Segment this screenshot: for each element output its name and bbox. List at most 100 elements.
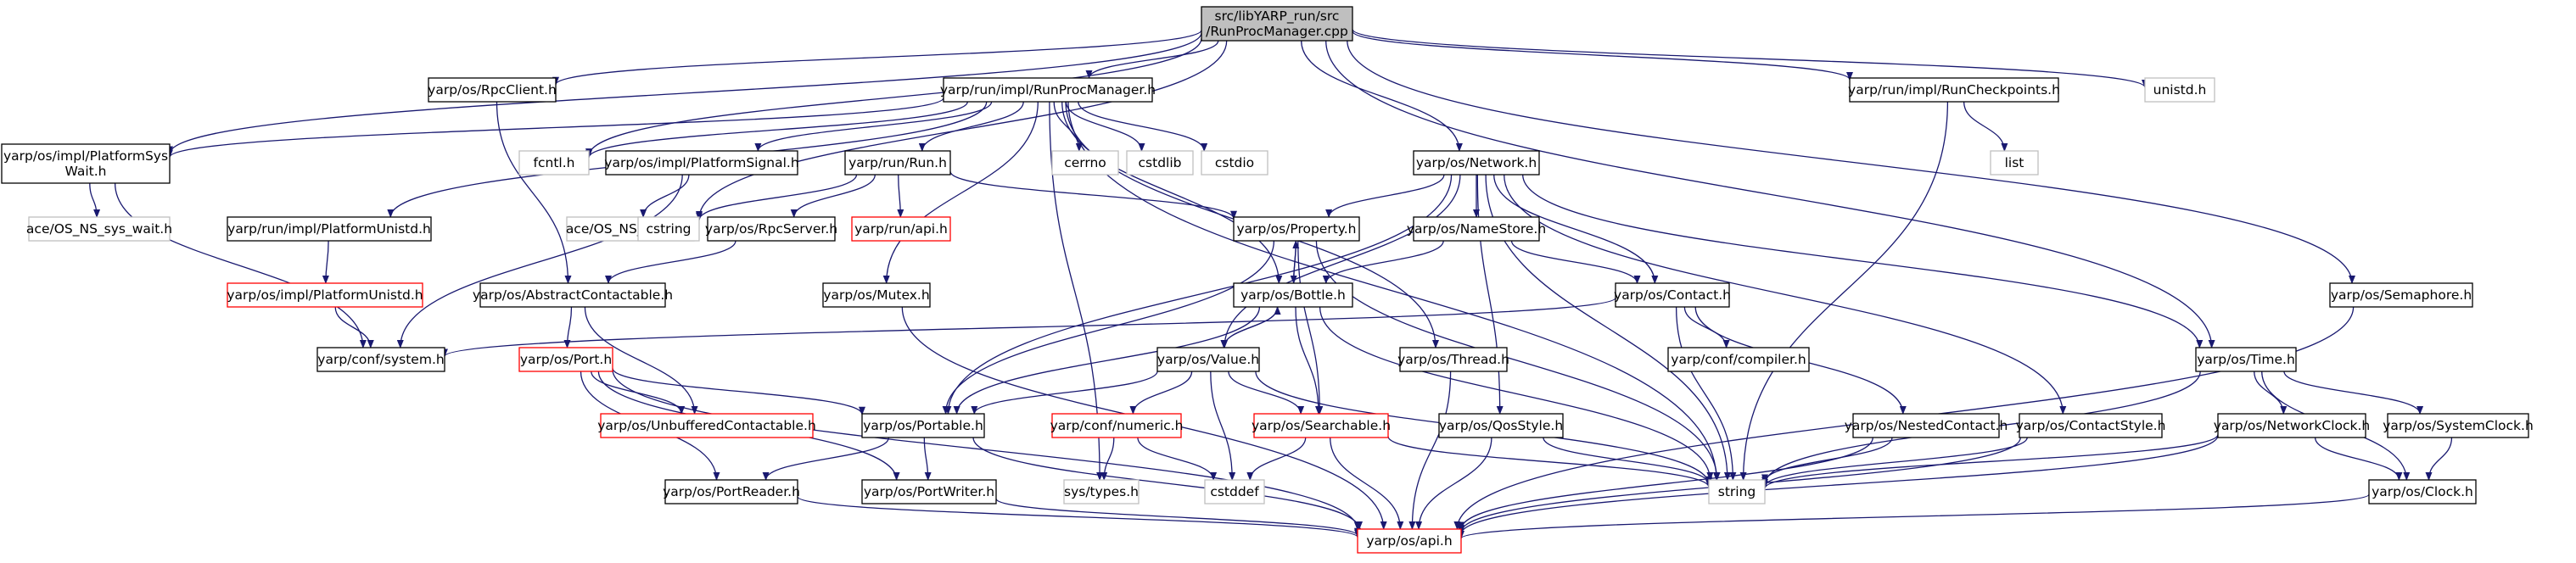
node-label: yarp/os/QosStyle.h bbox=[1439, 418, 1563, 433]
node-portwriter[interactable]: yarp/os/PortWriter.h bbox=[861, 479, 997, 504]
node-box bbox=[1253, 413, 1389, 438]
node-port[interactable]: yarp/os/Port.h bbox=[518, 347, 613, 372]
node-label: yarp/os/NameStore.h bbox=[1407, 221, 1546, 237]
node-box bbox=[1849, 77, 2059, 103]
edge-runcheckpoints-to-string bbox=[1739, 101, 1949, 481]
node-mutex[interactable]: yarp/os/Mutex.h bbox=[822, 282, 931, 308]
node-runprocmgr[interactable]: yarp/run/impl/RunProcManager.h bbox=[940, 77, 1156, 103]
edge-network-to-contact bbox=[1493, 174, 1659, 284]
node-systemclock[interactable]: yarp/os/SystemClock.h bbox=[2383, 413, 2534, 438]
node-box bbox=[1413, 150, 1540, 176]
node-label: yarp/os/impl/PlatformSignal.h bbox=[604, 155, 798, 170]
node-label: yarp/os/NetworkClock.h bbox=[2214, 418, 2370, 433]
node-list: list bbox=[1990, 150, 2039, 176]
edge-platformunistd_run-to-platformunistd_os bbox=[322, 240, 329, 284]
node-nestedcontact[interactable]: yarp/os/NestedContact.h bbox=[1845, 413, 2008, 438]
node-label: sys/types.h bbox=[1064, 484, 1139, 499]
node-label: yarp/os/RpcClient.h bbox=[428, 82, 557, 98]
node-label: yarp/run/Run.h bbox=[848, 155, 947, 170]
node-label: yarp/os/AbstractContactable.h bbox=[473, 287, 673, 303]
node-abstractcontactable[interactable]: yarp/os/AbstractContactable.h bbox=[473, 282, 673, 308]
node-box bbox=[1126, 150, 1194, 176]
node-label: yarp/os/Value.h bbox=[1157, 352, 1259, 367]
node-runapi[interactable]: yarp/run/api.h bbox=[851, 216, 951, 242]
edge-root-to-runcheckpoints bbox=[1352, 31, 1853, 81]
node-rpcclient[interactable]: yarp/os/RpcClient.h bbox=[428, 77, 557, 103]
node-contactstyle[interactable]: yarp/os/ContactStyle.h bbox=[2016, 413, 2166, 438]
node-label: yarp/os/UnbufferedContactable.h bbox=[597, 418, 816, 433]
node-osapi[interactable]: yarp/os/api.h bbox=[1357, 528, 1462, 554]
edge-runcheckpoints-to-list bbox=[1963, 101, 2008, 152]
node-searchable[interactable]: yarp/os/Searchable.h bbox=[1252, 413, 1391, 438]
node-box bbox=[1156, 347, 1260, 372]
edge-runprocmgr-to-platformsignal bbox=[754, 101, 993, 152]
node-label: yarp/os/Contact.h bbox=[1614, 287, 1731, 303]
edge-runprocmgr-to-bottle bbox=[1061, 101, 1283, 284]
edge-network-to-qosstyle bbox=[1476, 174, 1504, 415]
edge-root-to-fcntl bbox=[585, 38, 1202, 158]
node-box bbox=[1204, 479, 1265, 504]
node-networkclock[interactable]: yarp/os/NetworkClock.h bbox=[2214, 413, 2370, 438]
node-label: yarp/os/api.h bbox=[1366, 533, 1452, 549]
node-bottle[interactable]: yarp/os/Bottle.h bbox=[1233, 282, 1353, 308]
node-label: yarp/os/impl/PlatformUnistd.h bbox=[227, 287, 423, 303]
edge-abstractcontactable-to-port bbox=[563, 306, 573, 348]
node-box bbox=[822, 282, 931, 308]
node-portable[interactable]: yarp/os/Portable.h bbox=[861, 413, 985, 438]
node-network[interactable]: yarp/os/Network.h bbox=[1413, 150, 1540, 176]
node-label: yarp/run/impl/RunProcManager.h bbox=[940, 82, 1156, 98]
edge-network-to-portable bbox=[944, 174, 1453, 415]
node-unbuffered[interactable]: yarp/os/UnbufferedContactable.h bbox=[597, 413, 816, 438]
edge-runh-to-cstring bbox=[696, 174, 858, 221]
edges-layer bbox=[89, 28, 2453, 539]
node-compiler[interactable]: yarp/conf/compiler.h bbox=[1667, 347, 1810, 372]
node-portreader[interactable]: yarp/os/PortReader.h bbox=[663, 479, 800, 504]
node-runcheckpoints[interactable]: yarp/run/impl/RunCheckpoints.h bbox=[1848, 77, 2060, 103]
edge-platformsignal-to-system bbox=[396, 174, 683, 348]
node-label: yarp/os/Bottle.h bbox=[1240, 287, 1346, 303]
node-label: yarp/os/PortReader.h bbox=[663, 484, 800, 499]
node-contact[interactable]: yarp/os/Contact.h bbox=[1614, 282, 1731, 308]
edge-time-to-systemclock bbox=[2283, 371, 2424, 415]
edge-root-to-time bbox=[1325, 40, 2215, 348]
node-runh[interactable]: yarp/run/Run.h bbox=[844, 150, 951, 176]
node-box bbox=[227, 216, 432, 242]
node-fcntl: fcntl.h bbox=[518, 150, 590, 176]
node-value[interactable]: yarp/os/Value.h bbox=[1156, 347, 1260, 372]
node-thread[interactable]: yarp/os/Thread.h bbox=[1397, 347, 1509, 372]
node-numeric[interactable]: yarp/conf/numeric.h bbox=[1050, 413, 1184, 438]
node-cerrno: cerrno bbox=[1051, 150, 1119, 176]
node-rpcserver[interactable]: yarp/os/RpcServer.h bbox=[705, 216, 837, 242]
edge-network-to-contactstyle bbox=[1504, 174, 2067, 415]
node-label: /RunProcManager.cpp bbox=[1206, 24, 1348, 39]
edge-portable-to-portwriter bbox=[923, 437, 932, 481]
node-label: yarp/conf/system.h bbox=[317, 352, 444, 367]
node-qosstyle[interactable]: yarp/os/QosStyle.h bbox=[1438, 413, 1564, 438]
node-platformunistd_os[interactable]: yarp/os/impl/PlatformUnistd.h bbox=[227, 282, 423, 308]
node-root[interactable]: src/libYARP_run/src/RunProcManager.cpp bbox=[1201, 6, 1353, 42]
edge-port-to-portable bbox=[612, 367, 865, 415]
edge-runprocmgr-to-platformsyswait bbox=[166, 97, 944, 159]
node-semaphore[interactable]: yarp/os/Semaphore.h bbox=[2329, 282, 2473, 308]
node-label: yarp/conf/compiler.h bbox=[1671, 352, 1806, 367]
node-box bbox=[600, 413, 814, 438]
node-system[interactable]: yarp/conf/system.h bbox=[316, 347, 445, 372]
node-box bbox=[2387, 413, 2529, 438]
node-box bbox=[844, 150, 951, 176]
edge-nestedcontact-to-osapi bbox=[1458, 437, 1873, 531]
node-time[interactable]: yarp/os/Time.h bbox=[2195, 347, 2297, 372]
node-namestore[interactable]: yarp/os/NameStore.h bbox=[1407, 216, 1546, 242]
node-label: yarp/os/NestedContact.h bbox=[1845, 418, 2008, 433]
node-box bbox=[2019, 413, 2163, 438]
edge-property-to-portable bbox=[942, 240, 1275, 415]
node-platformsignal[interactable]: yarp/os/impl/PlatformSignal.h bbox=[604, 150, 799, 176]
edge-value-to-bottle bbox=[1223, 306, 1281, 348]
node-clock[interactable]: yarp/os/Clock.h bbox=[2368, 479, 2477, 504]
node-platformunistd_run[interactable]: yarp/run/impl/PlatformUnistd.h bbox=[227, 216, 432, 242]
edge-root-to-network bbox=[1301, 40, 1463, 152]
edge-clock-to-osapi bbox=[1458, 493, 2370, 539]
node-property[interactable]: yarp/os/Property.h bbox=[1233, 216, 1360, 242]
